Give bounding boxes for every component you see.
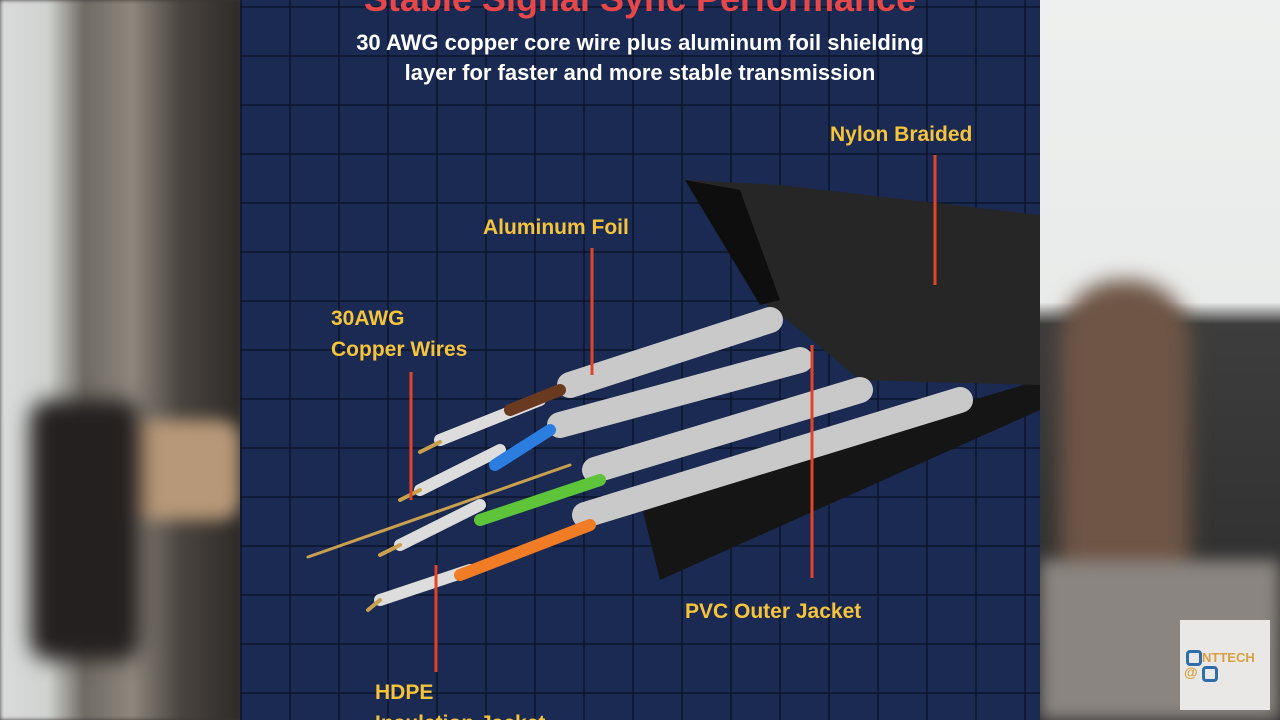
logo-square-icon <box>1202 666 1218 682</box>
cable-illustration <box>306 155 1040 672</box>
blurred-background-right <box>1040 0 1280 720</box>
label-hdpe-insulation: HDPE Insulation Jacket <box>375 677 545 720</box>
twisted-pairs <box>306 307 973 612</box>
subtitle-line-2: layer for faster and more stable transmi… <box>404 60 876 85</box>
label-hdpe-line-2: Insulation Jacket <box>375 708 545 720</box>
label-copper-wires: 30AWG Copper Wires <box>331 303 467 365</box>
label-nylon-braided: Nylon Braided <box>830 123 973 146</box>
label-copper-line-2: Copper Wires <box>331 338 468 361</box>
label-copper-line-1: 30AWG <box>331 307 405 330</box>
diagram-title: Stable Signal Sync Performance <box>240 0 1040 20</box>
leader-lines <box>409 155 937 672</box>
blurred-background-left <box>0 0 240 720</box>
channel-watermark-logo: NTTECH @ <box>1180 620 1270 710</box>
logo-square-icon <box>1186 650 1202 666</box>
product-diagram: Stable Signal Sync Performance 30 AWG co… <box>240 0 1040 720</box>
watermark-text: NTTECH <box>1202 650 1255 665</box>
nylon-braided-sleeve <box>685 180 1040 385</box>
subtitle-line-1: 30 AWG copper core wire plus aluminum fo… <box>356 30 924 55</box>
diagram-subtitle: 30 AWG copper core wire plus aluminum fo… <box>240 28 1040 88</box>
pvc-outer-jacket <box>640 380 1040 580</box>
label-pvc-outer-jacket: PVC Outer Jacket <box>685 600 862 623</box>
logo-at-icon: @ <box>1184 664 1198 680</box>
label-aluminum-foil: Aluminum Foil <box>483 216 629 239</box>
label-hdpe-line-1: HDPE <box>375 681 434 704</box>
